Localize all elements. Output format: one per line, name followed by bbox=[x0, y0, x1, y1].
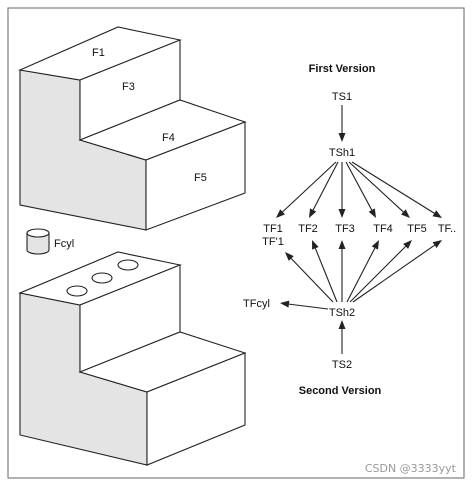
node-tsh1: TSh1 bbox=[329, 147, 355, 159]
cylinder-body bbox=[26, 232, 50, 255]
face-label-f5: F5 bbox=[194, 172, 207, 184]
arrow-tsh1-tf4-shaft bbox=[345, 161, 373, 211]
arrow-tsh2-tf2-head bbox=[312, 240, 319, 250]
arrow-tsh1-tf1-head bbox=[276, 209, 285, 218]
arrow-tsh2-tfcyl-head bbox=[280, 300, 290, 308]
arrow-tsh2-tf1prime bbox=[285, 252, 334, 303]
block-second-version bbox=[18, 251, 247, 466]
node-tf-more: TF.. bbox=[438, 223, 456, 235]
arrow-tsh2-tf3 bbox=[338, 240, 346, 302]
arrow-tsh2-tf-more-head bbox=[432, 240, 442, 249]
face-label-f4: F4 bbox=[162, 132, 175, 144]
arrow-tsh2-tf1prime-shaft bbox=[290, 258, 334, 303]
face-label-f1: F1 bbox=[92, 47, 105, 59]
block2-front-face bbox=[146, 352, 246, 466]
arrow-ts1-tsh1 bbox=[338, 105, 346, 142]
arrow-tsh1-tf2 bbox=[309, 161, 339, 218]
arrow-tsh1-tf3 bbox=[338, 162, 346, 218]
node-tf5: TF5 bbox=[407, 223, 427, 235]
node-tsh2: TSh2 bbox=[329, 307, 355, 319]
arrow-tsh1-tf4 bbox=[345, 161, 376, 218]
hole-3 bbox=[117, 259, 139, 271]
node-tf1-prime: TF'1 bbox=[262, 236, 284, 248]
node-tfcyl: TFcyl bbox=[243, 298, 270, 310]
arrow-tsh1-tf4-head bbox=[368, 208, 376, 218]
node-ts2: TS2 bbox=[332, 359, 352, 371]
block-first-version: F1 F3 F4 F5 bbox=[18, 26, 247, 231]
arrow-tsh2-tfcyl-shaft bbox=[288, 303, 329, 310]
feature-label-fcyl: Fcyl bbox=[54, 238, 74, 250]
arrow-ts1-tsh1-head bbox=[338, 133, 346, 142]
arrow-tsh2-tf5-shaft bbox=[349, 245, 407, 303]
node-tf3: TF3 bbox=[335, 223, 355, 235]
arrow-tsh2-tf5-head bbox=[403, 240, 412, 249]
arrow-tsh1-tf1 bbox=[276, 161, 337, 218]
node-ts1: TS1 bbox=[332, 91, 352, 103]
watermark: CSDN @3333yyt bbox=[365, 462, 457, 475]
arrow-tsh1-tf3-head bbox=[338, 209, 346, 218]
arrow-tsh2-tf-more bbox=[352, 240, 442, 303]
arrow-tsh1-tf2-shaft bbox=[312, 161, 339, 211]
arrow-tsh1-tf5 bbox=[348, 161, 410, 218]
arrow-tsh2-tf5 bbox=[349, 240, 412, 303]
arrow-ts2-tsh2 bbox=[338, 320, 346, 354]
arrow-tsh1-tf2-head bbox=[309, 208, 317, 218]
arrow-tsh2-tf2 bbox=[312, 240, 338, 303]
arrow-tsh2-tf1prime-head bbox=[285, 252, 294, 261]
second-version-title: Second Version bbox=[299, 385, 382, 397]
face-f5 bbox=[145, 121, 246, 231]
arrow-tsh1-tf-more-shaft bbox=[351, 161, 435, 214]
arrow-tsh1-tf5-shaft bbox=[348, 161, 404, 213]
node-tf2: TF2 bbox=[298, 223, 318, 235]
face-label-f3: F3 bbox=[122, 81, 135, 93]
node-tf1: TF1 bbox=[263, 223, 283, 235]
hole-1 bbox=[66, 285, 88, 297]
arrow-tsh2-tf4 bbox=[346, 240, 379, 303]
figure-frame bbox=[7, 7, 465, 479]
node-tf4: TF4 bbox=[373, 223, 393, 235]
arrow-tsh1-tf5-head bbox=[401, 209, 410, 218]
cylinder-icon bbox=[26, 228, 50, 255]
graph-arrows bbox=[276, 105, 442, 354]
first-version-title: First Version bbox=[309, 63, 376, 75]
arrow-tsh2-tf2-shaft bbox=[314, 248, 338, 303]
hole-2 bbox=[91, 272, 113, 284]
arrow-tsh2-tf4-shaft bbox=[346, 247, 376, 303]
cylinder-top bbox=[26, 228, 50, 238]
arrow-tsh2-tfcyl bbox=[280, 300, 329, 310]
arrow-ts2-tsh2-head bbox=[338, 320, 346, 329]
arrow-tsh2-tf4-head bbox=[371, 240, 379, 250]
arrow-tsh1-tf-more bbox=[351, 161, 442, 218]
arrow-tsh1-tf-more-head bbox=[432, 210, 442, 218]
arrow-tsh1-tf1-shaft bbox=[282, 161, 337, 213]
arrow-tsh2-tf3-head bbox=[338, 240, 346, 249]
arrow-tsh2-tf-more-shaft bbox=[352, 244, 435, 303]
